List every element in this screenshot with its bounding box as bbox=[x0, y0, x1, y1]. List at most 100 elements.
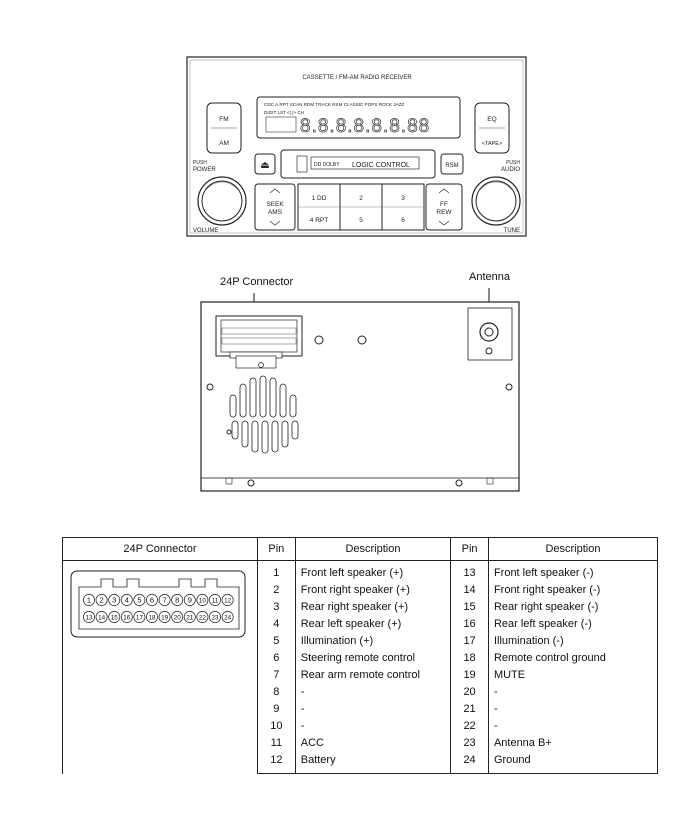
table-row: 8-20- bbox=[63, 684, 659, 701]
push-audio-label-1: PUSH bbox=[506, 160, 520, 166]
connector-pin-number: 17 bbox=[136, 614, 144, 621]
connector-pin bbox=[183, 611, 196, 623]
connector-pin bbox=[171, 611, 184, 623]
pin-a-cell: 7 bbox=[257, 667, 296, 684]
ff-rew-button[interactable] bbox=[425, 183, 463, 231]
pin-b-cell: 22 bbox=[450, 718, 489, 735]
lcd-display bbox=[256, 96, 461, 139]
pin-b-cell: 24 bbox=[450, 752, 489, 774]
front-panel-diagram: CASSETTE / FM-AM RADIO RECEIVER CDC A.RP… bbox=[186, 56, 527, 237]
desc-a-cell: Steering remote control bbox=[294, 650, 452, 667]
connector-pin bbox=[146, 611, 158, 623]
seek-button[interactable] bbox=[254, 183, 296, 231]
preset-1-top: 1 DD bbox=[312, 195, 327, 202]
connector-pin-number: 1 bbox=[87, 595, 91, 604]
rsm-button[interactable] bbox=[440, 153, 464, 175]
connector-pin-number: 24 bbox=[224, 614, 232, 621]
desc-a-cell: Battery bbox=[294, 752, 452, 774]
preset-2-bottom: 5 bbox=[359, 217, 363, 224]
desc-b-cell: Illumination (-) bbox=[487, 633, 659, 650]
header-connector: 24P Connector bbox=[62, 537, 258, 561]
display-mode-block bbox=[265, 116, 297, 133]
connector-pin bbox=[158, 611, 171, 623]
connector-pin bbox=[95, 594, 108, 606]
header-desc-b: Description bbox=[487, 537, 659, 561]
pin-a-cell: 1 bbox=[257, 560, 296, 582]
connector-pin bbox=[108, 611, 121, 623]
pin-a-cell: 8 bbox=[257, 684, 296, 701]
band-fm-label: FM bbox=[219, 116, 228, 123]
connector-pin-number: 12 bbox=[224, 597, 232, 604]
push-audio-label-2: AUDIO bbox=[501, 167, 520, 173]
connector-pin bbox=[95, 611, 108, 623]
connector-pin-number: 6 bbox=[150, 595, 154, 604]
rear-connector bbox=[215, 315, 303, 357]
desc-b-cell: Front left speaker (-) bbox=[487, 560, 659, 582]
connector-pin bbox=[221, 611, 234, 623]
connector-pin bbox=[171, 594, 184, 606]
pin-a-cell: 11 bbox=[257, 735, 296, 752]
connector-pin bbox=[221, 594, 234, 606]
push-power-label-2: POWER bbox=[193, 167, 216, 173]
logic-control-label: LOGIC CONTROL bbox=[352, 162, 410, 169]
pin-a-cell: 10 bbox=[257, 718, 296, 735]
display-digits: 8.8.8.8.8.8.88 bbox=[300, 116, 430, 137]
desc-a-cell: Rear left speaker (+) bbox=[294, 616, 452, 633]
display-line1: CDC A.RPT SCAN RDM TRACK RSM CLASSIC POP… bbox=[264, 102, 404, 107]
rear-screw-1 bbox=[314, 335, 324, 345]
desc-a-cell: Rear right speaker (+) bbox=[294, 599, 452, 616]
band-am-label: AM bbox=[219, 140, 229, 147]
desc-b-cell: MUTE bbox=[487, 667, 659, 684]
pin-b-cell: 19 bbox=[450, 667, 489, 684]
antenna-bracket bbox=[467, 307, 513, 361]
desc-b-cell: Rear left speaker (-) bbox=[487, 616, 659, 633]
pin-a-cell: 6 bbox=[257, 650, 296, 667]
desc-b-cell: Antenna B+ bbox=[487, 735, 659, 752]
table-row: 10-22- bbox=[63, 718, 659, 735]
desc-b-cell: - bbox=[487, 701, 659, 718]
connector-pin bbox=[209, 594, 221, 606]
desc-a-cell: Front right speaker (+) bbox=[294, 582, 452, 599]
connector-pin-number: 23 bbox=[211, 614, 219, 621]
desc-a-cell: Illumination (+) bbox=[294, 633, 452, 650]
table-row: 9-21- bbox=[63, 701, 659, 718]
connector-pin bbox=[133, 611, 146, 623]
connector-pin-number: 14 bbox=[98, 614, 106, 621]
desc-b-cell: Remote control ground bbox=[487, 650, 659, 667]
pin-b-cell: 14 bbox=[450, 582, 489, 599]
tune-label: TUNE bbox=[504, 228, 520, 234]
connector-pin-number: 19 bbox=[161, 614, 169, 621]
connector-pin bbox=[146, 594, 158, 606]
desc-a-cell: ACC bbox=[294, 735, 452, 752]
desc-b-cell: Front right speaker (-) bbox=[487, 582, 659, 599]
desc-a-cell: - bbox=[294, 684, 452, 701]
push-power-label-1: PUSH bbox=[193, 160, 207, 166]
desc-b-cell: - bbox=[487, 684, 659, 701]
connector-pin bbox=[120, 594, 133, 606]
pin-a-cell: 12 bbox=[257, 752, 296, 774]
connector-pin bbox=[158, 594, 171, 606]
desc-b-cell: Rear right speaker (-) bbox=[487, 599, 659, 616]
header-pin-a: Pin bbox=[257, 537, 296, 561]
desc-a-cell: - bbox=[294, 701, 452, 718]
connector-pin-number: 21 bbox=[186, 614, 194, 621]
seek-label-2: AMS bbox=[268, 209, 283, 216]
connector-pin bbox=[83, 611, 95, 623]
table-header-row: 24P Connector Pin Description Pin Descri… bbox=[62, 537, 659, 561]
pin-a-cell: 5 bbox=[257, 633, 296, 650]
ff-label: FF bbox=[440, 201, 448, 208]
connector-pin-number: 13 bbox=[85, 614, 93, 621]
desc-b-cell: - bbox=[487, 718, 659, 735]
pin-b-cell: 23 bbox=[450, 735, 489, 752]
eject-button[interactable] bbox=[254, 153, 276, 175]
pin-b-cell: 17 bbox=[450, 633, 489, 650]
